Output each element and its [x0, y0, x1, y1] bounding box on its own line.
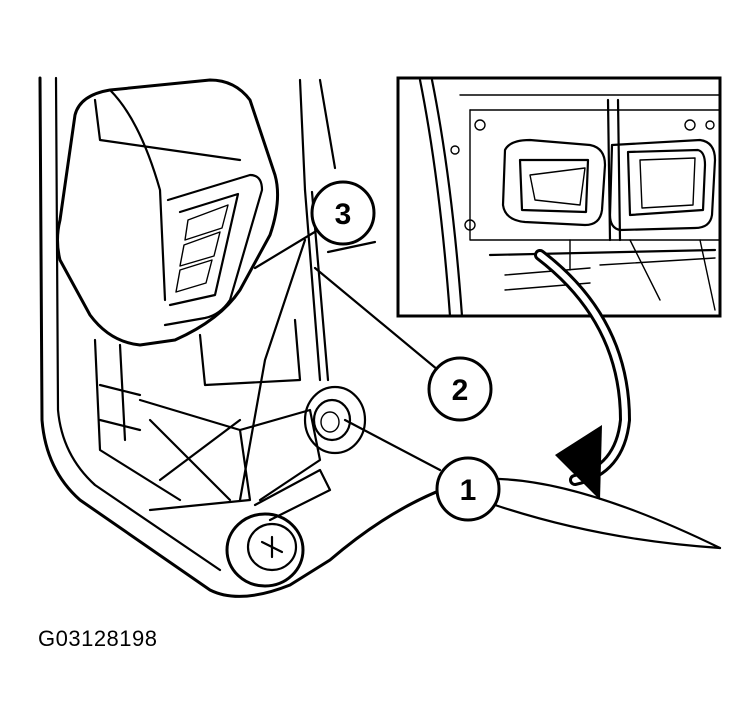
release-cable [238, 188, 330, 502]
callout-3: 3 [310, 180, 376, 246]
figure-code: G03128198 [38, 626, 158, 651]
callout-2: 2 [427, 356, 493, 422]
callout-1-label: 1 [460, 474, 477, 507]
callout-3-label: 3 [335, 198, 352, 231]
removal-arrow [534, 249, 632, 500]
mounting-bracket [93, 338, 332, 522]
callout-2-label: 2 [452, 374, 469, 407]
door-inner-inset [396, 76, 722, 318]
leader-lines [253, 228, 722, 550]
interior-handle-bezel [56, 78, 302, 387]
callout-1: 1 [435, 456, 501, 522]
clip-fastener [303, 385, 367, 455]
screw [225, 512, 305, 588]
